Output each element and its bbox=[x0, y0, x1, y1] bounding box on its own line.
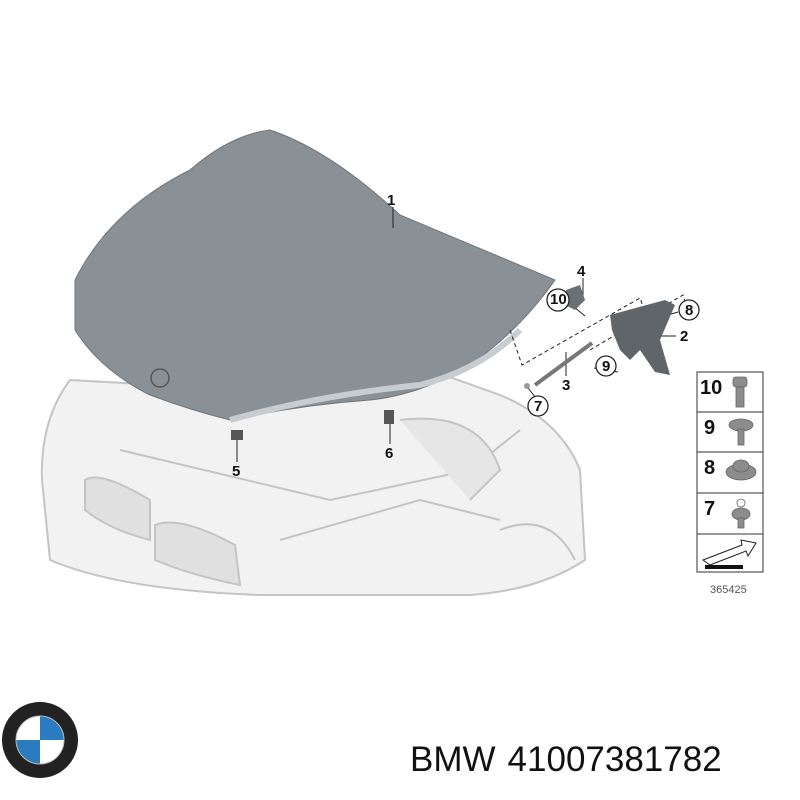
logo-mount bbox=[150, 368, 170, 388]
legend-number-8: 8 bbox=[704, 457, 715, 479]
diagram-number: 365425 bbox=[710, 584, 747, 596]
direction-arrow-icon bbox=[701, 539, 757, 566]
buffer-6 bbox=[384, 410, 394, 424]
callout-10: 10 bbox=[550, 291, 567, 308]
callout-1: 1 bbox=[387, 192, 395, 209]
part-caption: BMW 41007381782 bbox=[410, 740, 734, 780]
callout-3: 3 bbox=[562, 377, 570, 394]
collar-screw-icon bbox=[728, 418, 754, 446]
ball-stud-icon bbox=[731, 498, 751, 529]
callout-6: 6 bbox=[385, 445, 393, 462]
callout-2: 2 bbox=[680, 328, 688, 345]
callout-8: 8 bbox=[685, 302, 693, 319]
hood-hinge bbox=[610, 300, 675, 375]
legend-number-10: 10 bbox=[700, 377, 722, 399]
brand-name: BMW bbox=[410, 740, 496, 779]
callout-7: 7 bbox=[534, 398, 542, 415]
legend-number-9: 9 bbox=[704, 417, 715, 439]
hood-panel bbox=[74, 129, 556, 421]
legend-number-7: 7 bbox=[704, 498, 715, 520]
part-number: 41007381782 bbox=[507, 740, 722, 779]
callout-4: 4 bbox=[577, 263, 586, 280]
callout-5: 5 bbox=[232, 463, 240, 480]
buffer-5 bbox=[231, 430, 243, 440]
bmw-logo bbox=[2, 702, 78, 778]
hex-nut-icon bbox=[725, 459, 757, 481]
hood-strut bbox=[533, 341, 594, 387]
car-front-outline bbox=[40, 368, 587, 596]
bolt-icon bbox=[732, 376, 748, 408]
hinge-bracket bbox=[565, 285, 585, 310]
callout-9: 9 bbox=[602, 358, 610, 375]
